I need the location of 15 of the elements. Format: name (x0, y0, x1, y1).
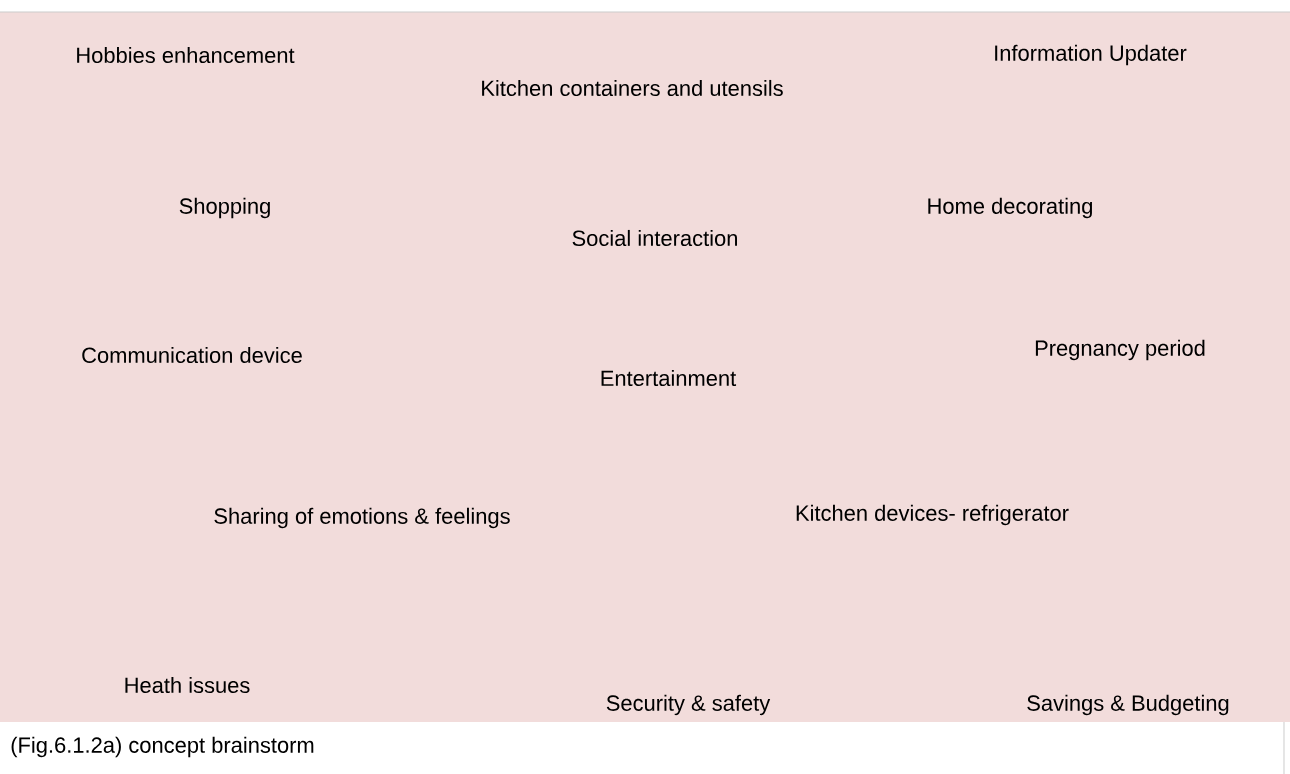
brainstorm-term: Kitchen containers and utensils (482, 79, 783, 97)
brainstorm-term: Sharing of emotions & feelings (214, 507, 510, 529)
brainstorm-term: Information Updater (995, 44, 1187, 66)
brainstorm-term: Entertainment (601, 369, 737, 387)
brainstorm-term: Savings & Budgeting (1027, 694, 1229, 716)
brainstorm-term: Hobbies enhancement (77, 46, 295, 64)
brainstorm-term: Security & safety (606, 694, 771, 716)
caption: (Fig.6.1.2a) concept brainstorm (11, 736, 314, 758)
brainstorm-term: Pregnancy period (1035, 339, 1205, 361)
brainstorm-term: Communication device (82, 346, 302, 364)
brainstorm-term: Kitchen devices- refrigerator (796, 504, 1069, 526)
brainstorm-term: Heath issues (125, 676, 250, 694)
brainstorm-term: Shopping (179, 197, 270, 219)
brainstorm-term: Home decorating (928, 197, 1092, 219)
brainstorm-term: Social interaction (572, 229, 737, 247)
